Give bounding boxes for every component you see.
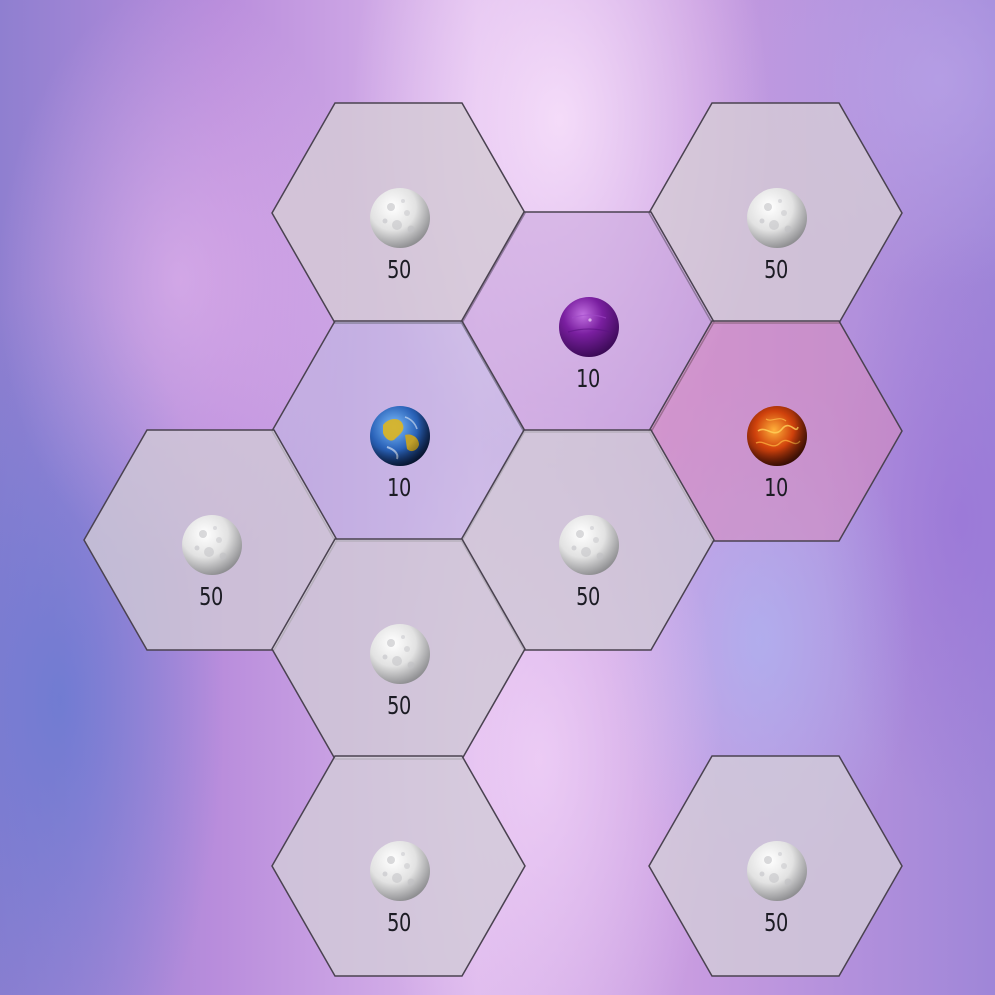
earth-icon <box>369 405 431 467</box>
moon-icon <box>369 187 431 249</box>
tile-value: 50 <box>764 908 788 937</box>
hex-tile[interactable]: 10 <box>271 320 526 542</box>
tile-value: 50 <box>576 582 600 611</box>
moon-icon <box>746 187 808 249</box>
moon-icon <box>558 514 620 576</box>
tile-value: 50 <box>387 908 411 937</box>
tile-value: 50 <box>387 691 411 720</box>
tile-value: 50 <box>764 255 788 284</box>
hex-tile[interactable]: 50 <box>271 755 526 977</box>
lava-planet-icon <box>746 405 808 467</box>
moon-icon <box>369 623 431 685</box>
moon-icon <box>181 514 243 576</box>
hex-tile[interactable]: 50 <box>271 538 526 760</box>
tile-value: 10 <box>387 473 411 502</box>
hex-tile[interactable]: 50 <box>648 102 903 324</box>
tile-value: 10 <box>764 473 788 502</box>
hex-tile[interactable]: 50 <box>648 755 903 977</box>
moon-icon <box>746 840 808 902</box>
moon-icon <box>369 840 431 902</box>
tile-value: 10 <box>576 364 600 393</box>
tile-value: 50 <box>387 255 411 284</box>
tile-value: 50 <box>199 582 223 611</box>
purple-planet-icon <box>558 296 620 358</box>
